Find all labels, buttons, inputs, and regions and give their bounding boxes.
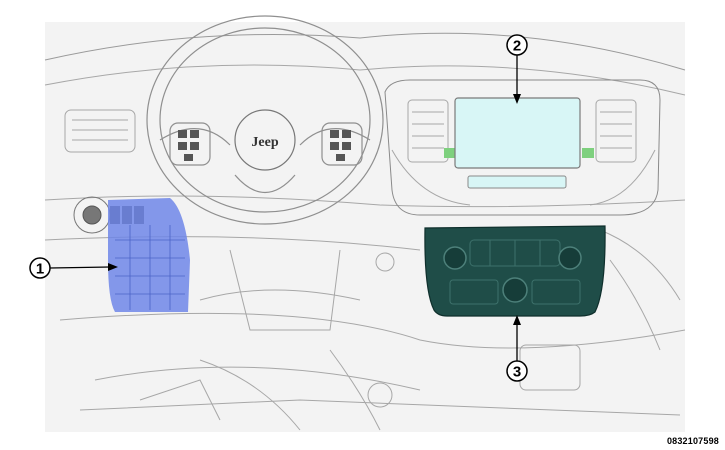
callout-3: 3	[506, 315, 528, 382]
right-vent-accent	[582, 148, 594, 158]
left-knob	[443, 246, 467, 270]
highlighted-module	[108, 198, 190, 312]
left-vent-accent	[444, 148, 456, 158]
center-knob	[502, 277, 528, 303]
figure-id: 0832107598	[666, 436, 719, 446]
right-knob	[558, 246, 582, 270]
svg-text:3: 3	[513, 364, 521, 381]
climate-control-panel	[424, 225, 606, 317]
steering-wheel-buttons	[178, 130, 351, 161]
steering-wheel	[146, 15, 384, 225]
svg-text:2: 2	[513, 38, 521, 55]
touchscreen-display	[454, 97, 581, 189]
brand-logo: Jeep	[251, 135, 278, 150]
callout-1: 1	[29, 257, 118, 279]
svg-text:1: 1	[36, 261, 44, 278]
callout-2: 2	[506, 34, 528, 104]
